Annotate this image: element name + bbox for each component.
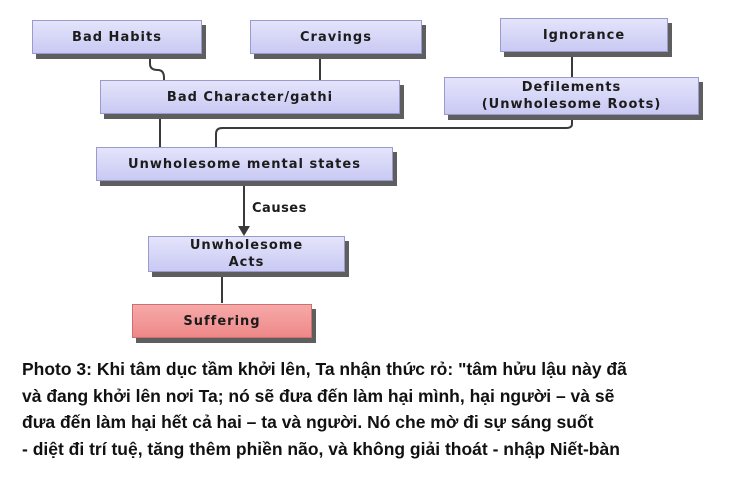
node-unwholesome-acts-label-line1: Unwholesome (189, 238, 304, 253)
node-unwholesome-mental-states: Unwholesome mental states (96, 147, 393, 181)
node-cravings: Cravings (250, 20, 422, 54)
node-ignorance-label: Ignorance (542, 27, 626, 43)
edge-label-causes: Causes (252, 201, 307, 216)
node-bad-habits: Bad Habits (32, 20, 202, 54)
flow-diagram: Bad Habits Cravings Ignorance Bad Charac… (32, 18, 699, 338)
caption-line: và đang khởi lên nơi Ta; nó sẽ đưa đến l… (22, 385, 615, 406)
node-defilements: Defilements (Unwholesome Roots) (444, 77, 699, 115)
connector-lines (149, 53, 573, 303)
node-bad-habits-label: Bad Habits (72, 29, 162, 45)
connector-defilements-to-mental-states (215, 114, 573, 147)
node-suffering: Suffering (132, 304, 312, 338)
connector-bad-habits-to-bad-character (149, 55, 165, 81)
node-ignorance: Ignorance (500, 18, 668, 52)
node-defilements-label-line1: Defilements (521, 80, 622, 95)
caption-line: - diệt đi trí tuệ, tăng thêm phiền não, … (22, 438, 620, 459)
node-suffering-label: Suffering (183, 313, 261, 329)
arrowhead-icon (238, 226, 250, 236)
node-unwholesome-acts-label-line2: Acts (228, 255, 265, 270)
node-cravings-label: Cravings (300, 29, 372, 45)
node-unwholesome-mental-states-label: Unwholesome mental states (128, 156, 361, 172)
photo-caption: Photo 3: Khi tâm dục tầm khởi lên, Ta nh… (22, 356, 722, 462)
caption-line: Photo 3: Khi tâm dục tầm khởi lên, Ta nh… (22, 359, 627, 379)
node-bad-character: Bad Character/gathi (100, 80, 400, 114)
node-defilements-label-line2: (Unwholesome Roots) (481, 97, 662, 112)
node-unwholesome-acts: Unwholesome Acts (148, 236, 345, 272)
node-bad-character-label: Bad Character/gathi (166, 89, 334, 105)
caption-line: đưa đến làm hại hết cả hai – ta và người… (22, 412, 594, 432)
